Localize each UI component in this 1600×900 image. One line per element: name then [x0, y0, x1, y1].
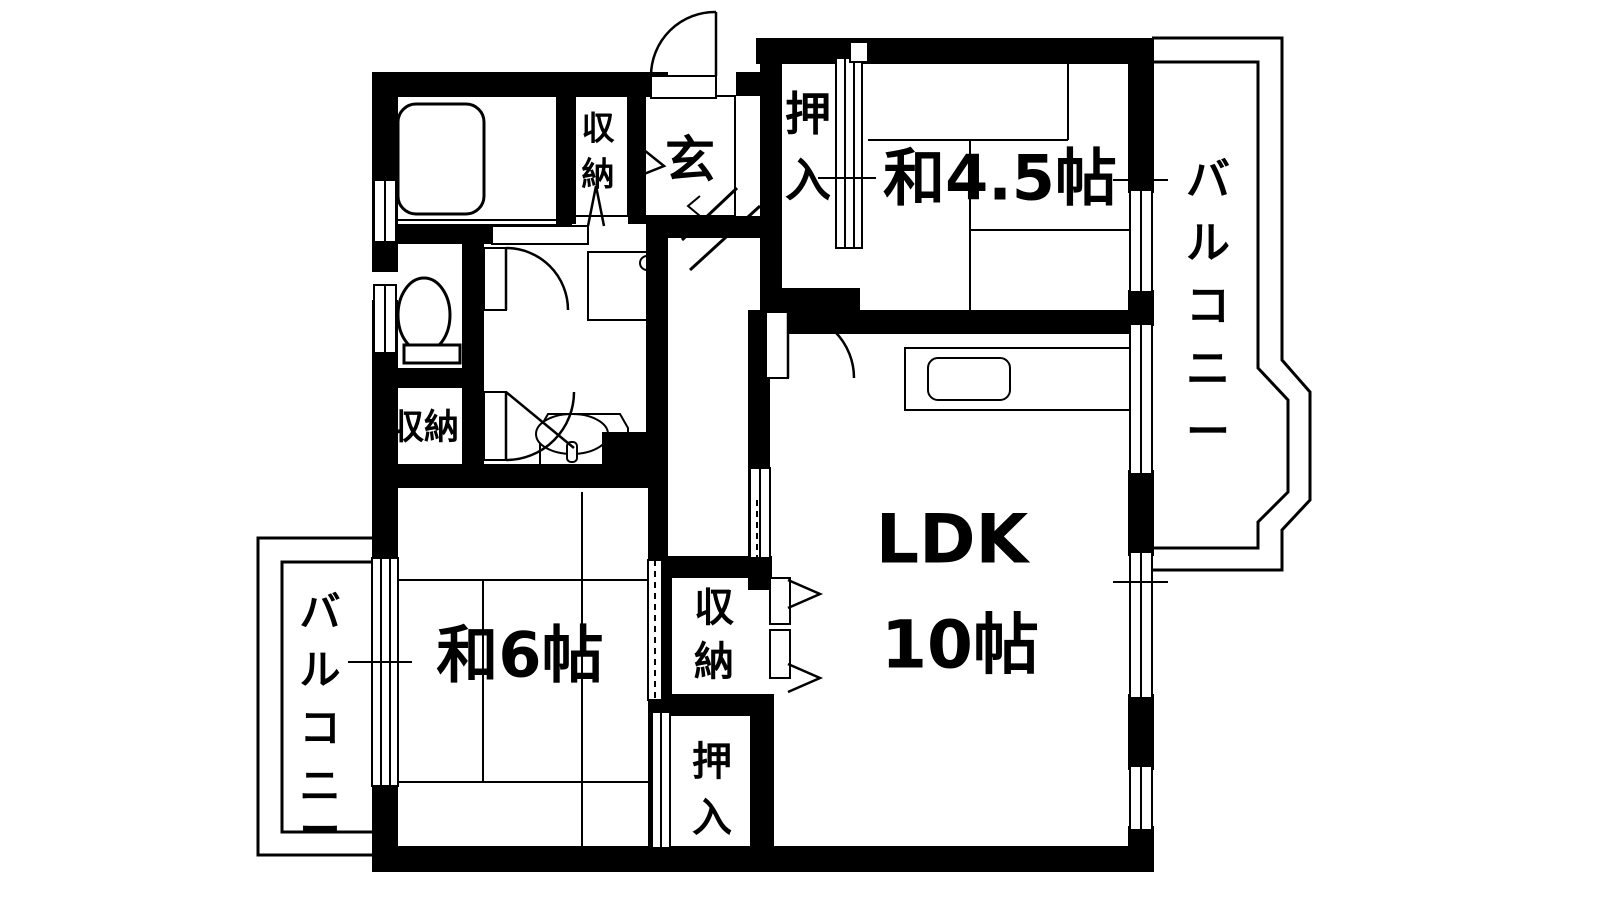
balcony-right-char-3: ニ — [1186, 344, 1230, 395]
washroom-door — [483, 246, 570, 311]
storage-label-center: 収 納 — [694, 585, 734, 685]
balcony-right-char-2: コ — [1186, 281, 1230, 332]
closet-label-oshiire-bottom: 押 入 — [692, 739, 732, 841]
room-label-ldk-size: 10帖 — [881, 607, 1039, 684]
toilet-icon — [396, 276, 452, 354]
balcony-left: バ ル コ ニ ー — [256, 536, 372, 857]
balcony-left-char-3: ニ — [300, 762, 341, 810]
balcony-left-char-2: コ — [300, 704, 341, 752]
bath-door — [491, 185, 606, 245]
shuno-entry-char-1: 納 — [582, 155, 615, 194]
balcony-left-char-4: ー — [300, 806, 341, 854]
balcony-right: バ ル コ ニ ー — [1152, 36, 1312, 572]
balcony-right-char-0: バ — [1186, 155, 1230, 206]
washitsu45-door — [765, 310, 856, 379]
bathtub-icon — [396, 102, 486, 216]
room-label-washitsu-45: 和4.5帖 — [883, 142, 1117, 215]
room-label-washitsu-6: 和6帖 — [436, 619, 603, 692]
balcony-right-char-4: ー — [1186, 407, 1230, 458]
washroom-closet-door — [483, 391, 576, 462]
storage-label-entry: 収 納 — [582, 109, 616, 194]
entrance-door — [649, 10, 718, 99]
closet-label-oshiire-top: 押 入 — [785, 87, 831, 207]
genkan-closet-door — [643, 149, 667, 176]
bathroom — [389, 95, 561, 221]
balcony-left-char-0: バ — [300, 588, 341, 636]
balcony-right-char-1: ル — [1186, 218, 1230, 269]
shuno-center-char-1: 納 — [694, 639, 734, 685]
washitsu-6-tatami — [382, 492, 648, 870]
balcony-left-char-1: ル — [300, 646, 341, 694]
toilet-room — [396, 276, 462, 365]
center-storage-doors — [769, 577, 824, 694]
shuno-center-char-0: 収 — [694, 585, 734, 631]
storage-label-washroom: 収納 — [389, 408, 459, 448]
oshiire-top-char-0: 押 — [785, 87, 831, 141]
doors — [483, 10, 856, 694]
oshiire-bottom-char-0: 押 — [692, 739, 732, 785]
kitchen-counter — [904, 347, 1146, 411]
shuno-entry-char-0: 収 — [582, 109, 616, 148]
room-label-ldk: LDK — [876, 501, 1031, 580]
kitchen-sink-icon — [927, 357, 1011, 401]
oshiire-bottom-char-1: 入 — [692, 795, 732, 841]
oshiire-top-char-1: 入 — [785, 153, 831, 207]
room-label-genkan: 玄 — [665, 131, 715, 189]
openings — [348, 41, 1168, 849]
